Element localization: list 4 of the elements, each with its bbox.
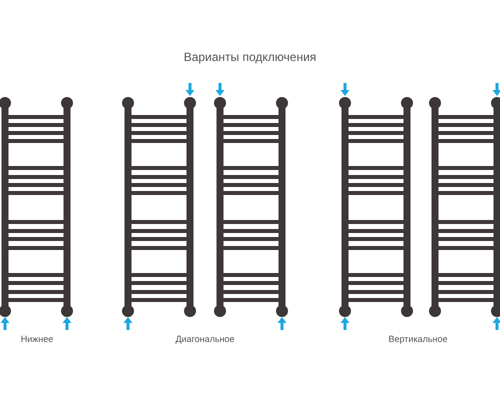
variant-caption: Вертикальное [388,334,448,344]
variant-caption: Нижнее [20,334,54,344]
variant-caption: Диагональное [175,334,235,344]
diagram-title: Варианты подключения [184,50,316,64]
